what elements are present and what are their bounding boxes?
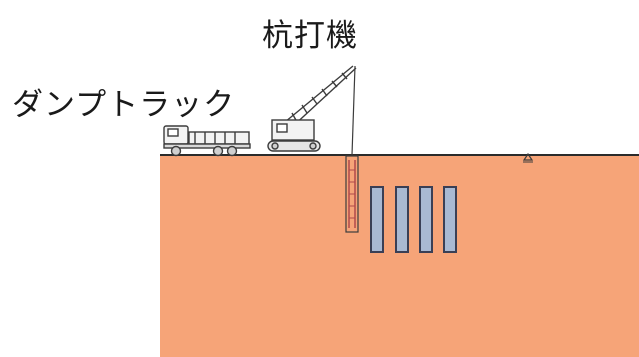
installed-piles <box>370 186 457 253</box>
pile-driver-icon <box>267 65 357 156</box>
driven-pipe-icon <box>345 155 359 233</box>
ground-area <box>160 155 639 357</box>
installed-pile <box>370 186 384 253</box>
pile-driver-label: 杭打機 <box>262 18 358 54</box>
installed-pile <box>443 186 457 253</box>
installed-pile <box>395 186 409 253</box>
installed-pile <box>419 186 433 253</box>
dump-truck-label: ダンプトラック <box>12 87 236 123</box>
dump-truck-icon <box>163 125 251 157</box>
ground-level-marker-icon <box>522 152 534 163</box>
